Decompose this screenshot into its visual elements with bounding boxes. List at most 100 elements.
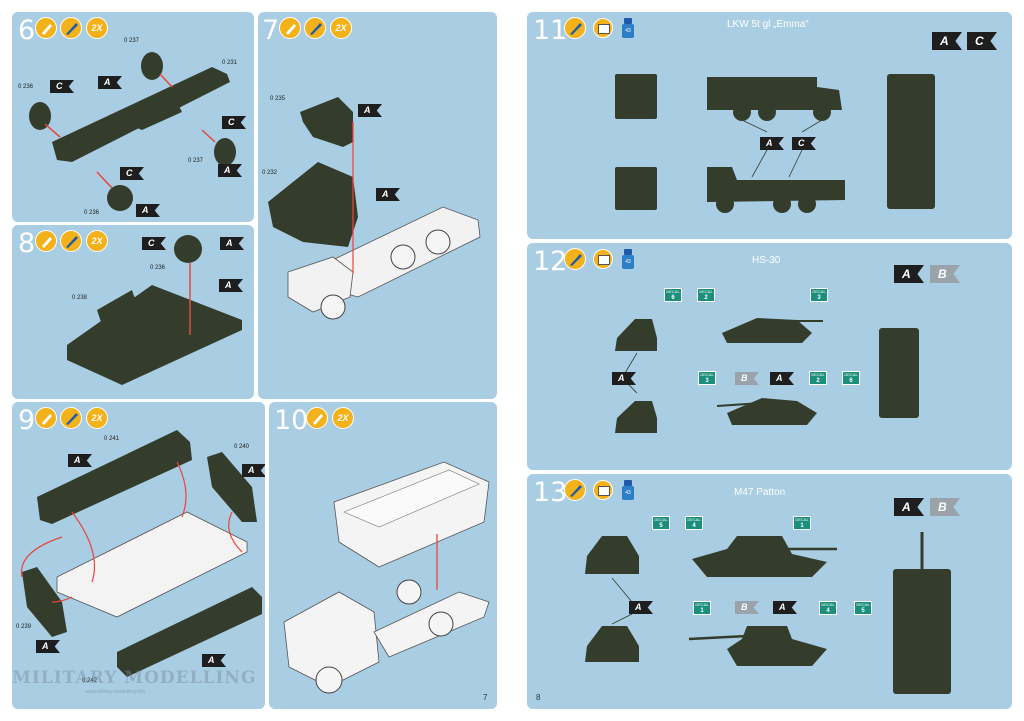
brush-icon (304, 17, 326, 39)
marking-flag-a: A (894, 265, 924, 283)
step-number: 9 (18, 405, 36, 436)
watermark: MILITARY MODELLING (12, 668, 257, 688)
marking-flag-a: A (358, 104, 382, 117)
step-8-panel: 8 2X 0 236 0 238 C A A (12, 225, 254, 399)
glue-icon (279, 17, 301, 39)
chassis-drawing (29, 52, 236, 211)
truck-bed-drawing (20, 430, 262, 677)
page-number-left: 7 (483, 693, 488, 702)
decal-sheet-icon (593, 480, 613, 500)
marking-flag-a: A (136, 204, 160, 217)
brush-icon (60, 17, 82, 39)
times-two-icon: 2X (332, 407, 354, 429)
step-7-panel: 7 2X 0 235 0 232 A A (258, 12, 497, 399)
times-two-icon: 2X (330, 17, 352, 39)
vehicle-title: LKW 5t gl „Emma“ (727, 19, 809, 30)
marking-flag-a: A (894, 498, 924, 516)
marking-flag-b: B (930, 498, 960, 516)
part-number: 0 236 (150, 265, 166, 271)
page-number-right: 8 (536, 693, 541, 702)
step-9-panel: 9 2X 0 241 0 240 0 239 0 242 A A A A (12, 402, 265, 709)
step-number: 8 (18, 228, 36, 259)
marking-flag-c: C (142, 237, 166, 250)
times-two-icon: 2X (86, 17, 108, 39)
marking-flag-a: A (242, 464, 265, 477)
paint-jar-icon: 43 (622, 18, 634, 38)
part-number: 0 242 (82, 678, 98, 684)
step-number: 13 (533, 477, 568, 508)
part-number: 0 239 (16, 624, 32, 630)
marking-flag-a: A (219, 279, 243, 292)
truck-views-drawing (615, 74, 935, 213)
brush-icon (564, 17, 586, 39)
glue-icon (35, 230, 57, 252)
glue-icon (35, 407, 57, 429)
truck-assembly-drawing (283, 461, 490, 694)
glue-icon (306, 407, 328, 429)
cab-chassis-drawing (268, 97, 481, 320)
decal-sheet-icon (593, 249, 613, 269)
marking-flag-a: A (629, 601, 653, 614)
step-number: 7 (262, 15, 280, 46)
marking-flag-a: A (220, 237, 244, 250)
marking-flag-a: A (202, 654, 226, 667)
m47-views-drawing (585, 532, 951, 694)
marking-flag-a: A (98, 76, 122, 89)
decal-sheet-icon (593, 18, 613, 38)
marking-flag-a: A (68, 454, 92, 467)
marking-flag-a: A (773, 601, 797, 614)
brush-icon (564, 479, 586, 501)
watermark-url: www.military-modelling.info (85, 689, 146, 695)
step-6-panel: 6 2X 0 237 0 231 0 236 0 237 0 236 C A C… (12, 12, 254, 222)
times-two-icon: 2X (86, 230, 108, 252)
paint-jar-icon: 43 (622, 480, 634, 500)
marking-flag-a: A (770, 372, 794, 385)
paint-jar-icon: 43 (622, 249, 634, 269)
times-two-icon: 2X (86, 407, 108, 429)
marking-flag-c: C (792, 137, 816, 150)
marking-flag-c: C (50, 80, 74, 93)
marking-flag-a: A (218, 164, 242, 177)
marking-flag-b: B (735, 601, 759, 614)
brush-icon (564, 248, 586, 270)
platform-drawing (67, 235, 242, 385)
part-number: 0 241 (104, 436, 120, 442)
part-number: 0 237 (188, 158, 204, 164)
marking-flag-a: A (932, 32, 962, 50)
vehicle-title: M47 Patton (734, 487, 786, 498)
step-11-panel: 11 43 LKW 5t gl „Emma“ A C A C (527, 12, 1012, 239)
marking-flag-c: C (222, 116, 246, 129)
marking-flag-c: C (120, 167, 144, 180)
hs30-views-drawing (615, 318, 919, 433)
part-number: 0 240 (234, 444, 250, 450)
marking-flag-a: A (612, 372, 636, 385)
step-number: 11 (533, 15, 568, 46)
part-number: 0 236 (84, 210, 100, 216)
marking-flag-b: B (930, 265, 960, 283)
part-number: 0 237 (124, 38, 140, 44)
brush-icon (60, 407, 82, 429)
step-number: 6 (18, 15, 36, 46)
part-number: 0 235 (270, 96, 286, 102)
part-number: 0 236 (18, 84, 34, 90)
marking-flag-a: A (36, 640, 60, 653)
step-10-panel: 10 2X (269, 402, 497, 709)
step-number: 12 (533, 246, 568, 277)
part-number: 0 238 (72, 295, 88, 301)
marking-flag-a: A (376, 188, 400, 201)
step-number: 10 (274, 405, 309, 436)
brush-icon (60, 230, 82, 252)
marking-flag-c: C (967, 32, 997, 50)
